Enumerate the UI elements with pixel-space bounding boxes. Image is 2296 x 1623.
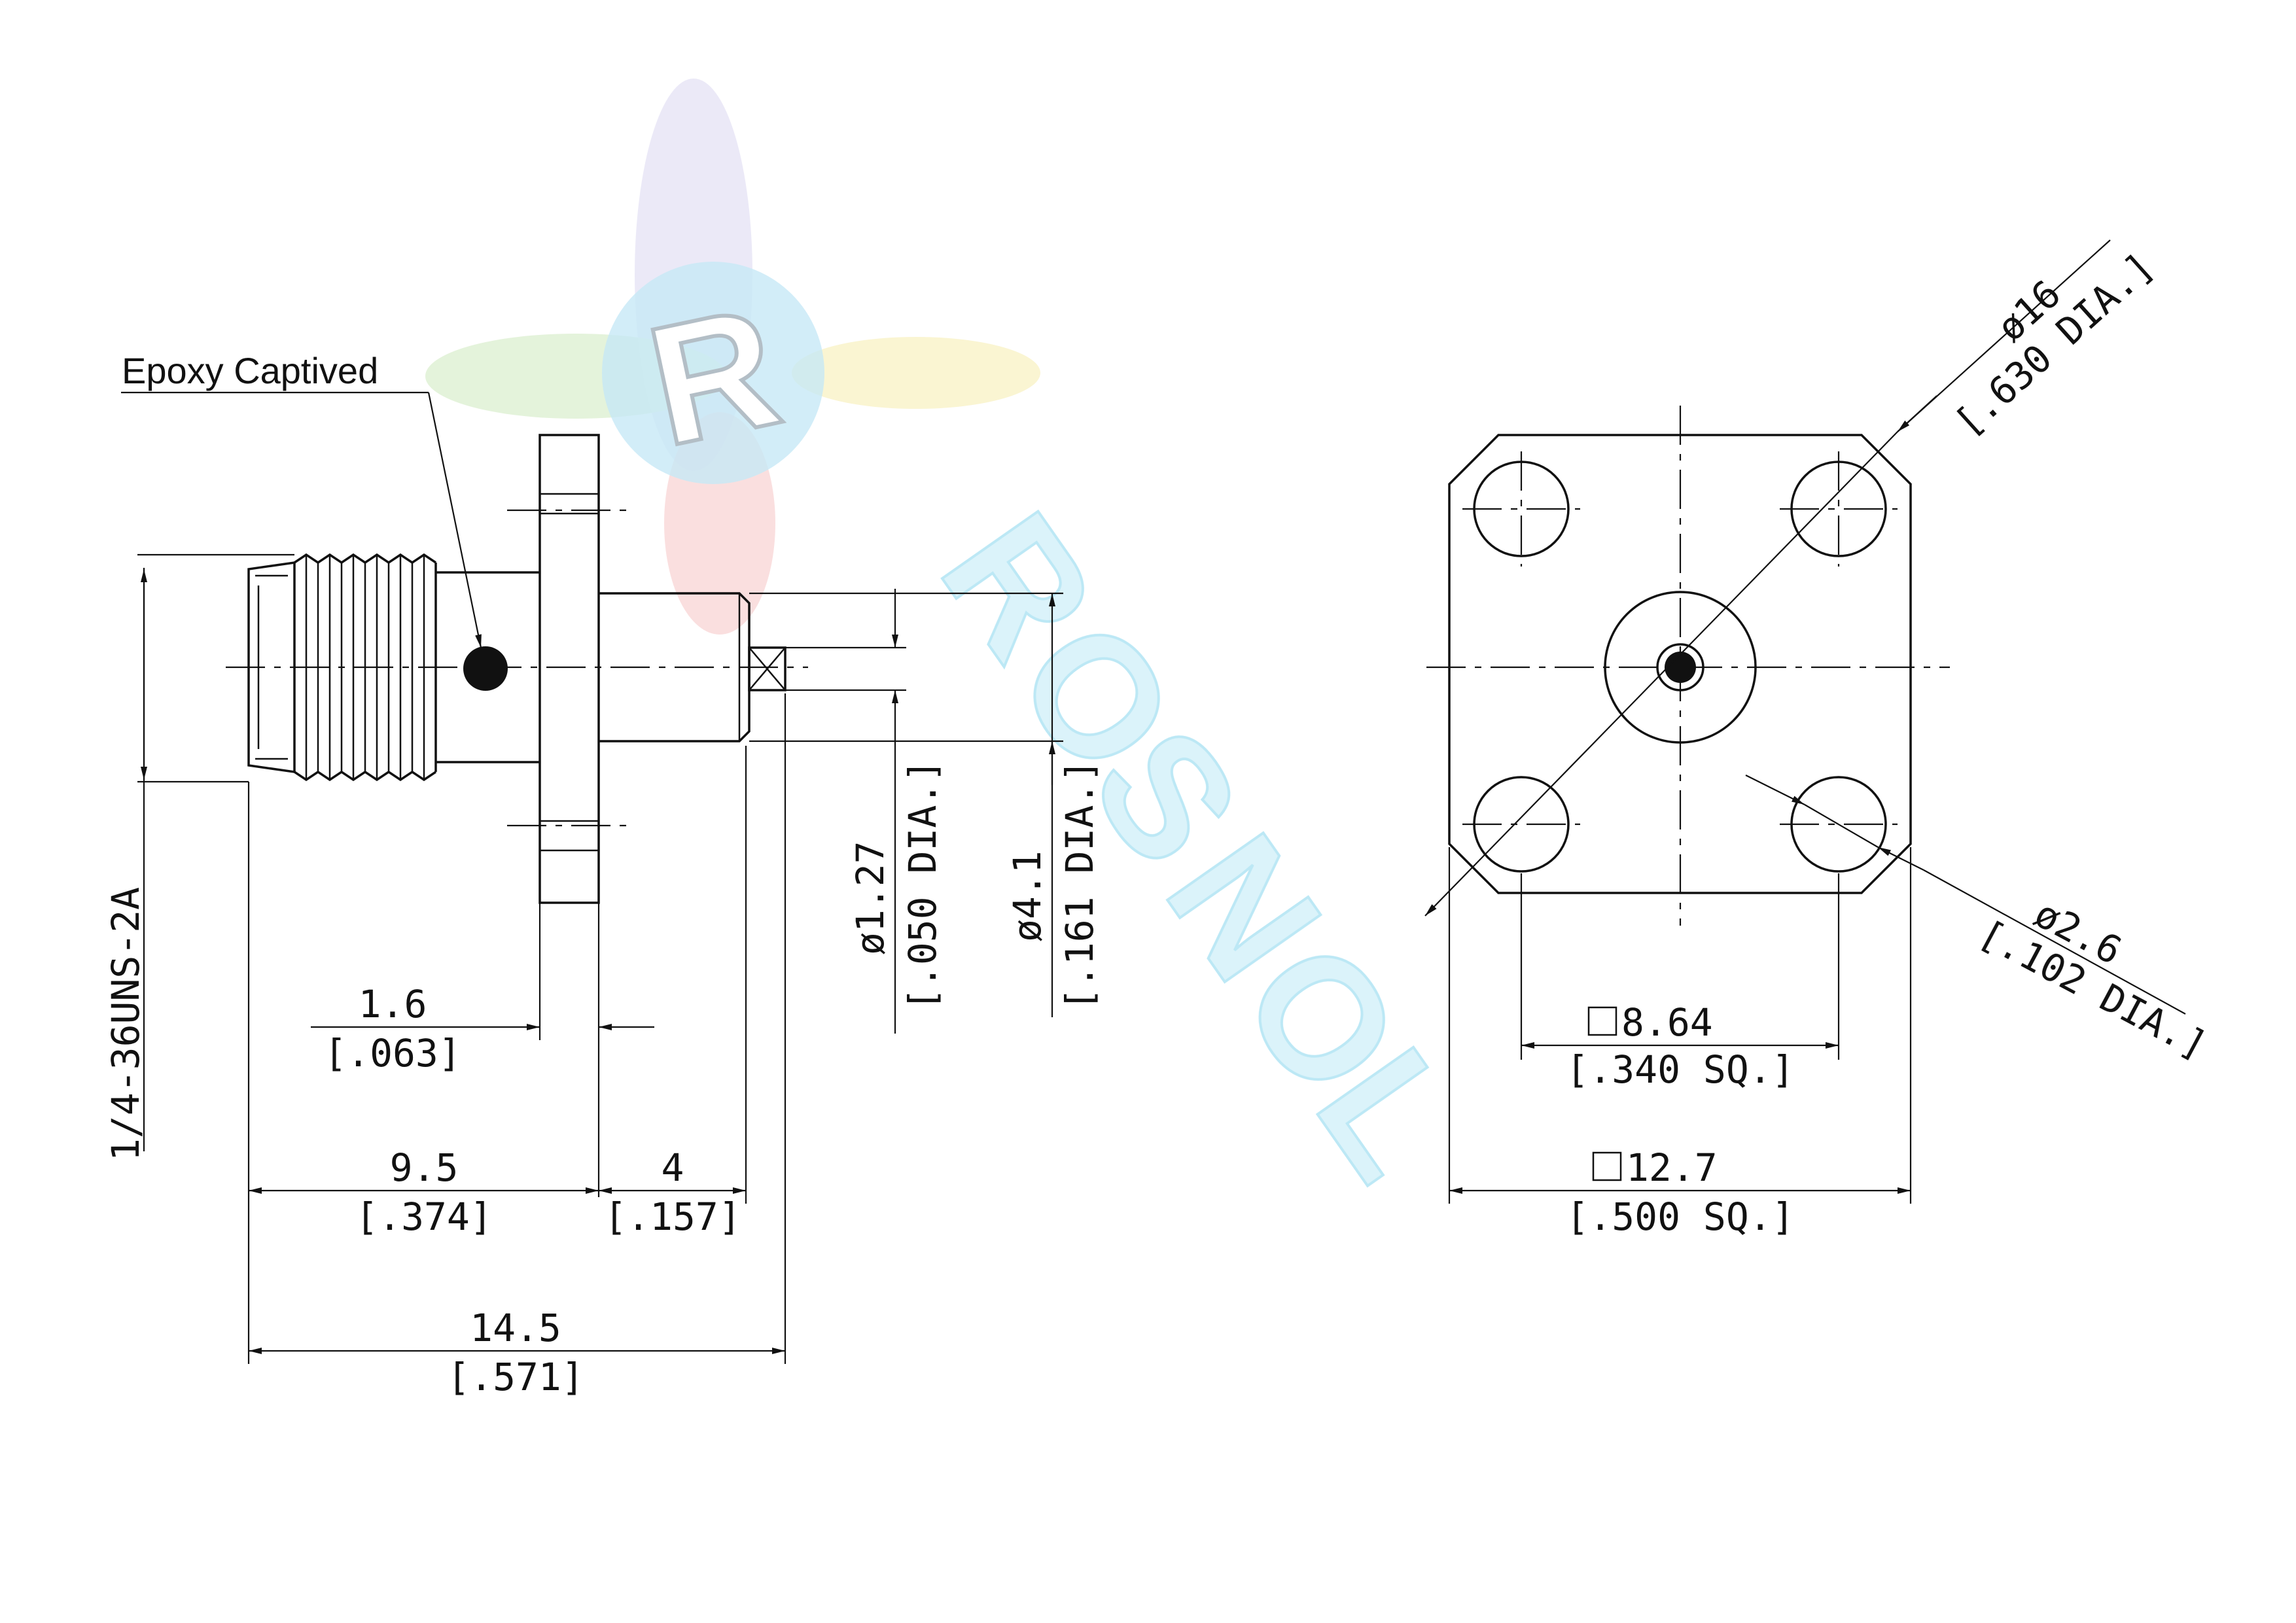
body-dia-in: [.161 DIA.] <box>1057 759 1102 1011</box>
pin-dia-in: [.050 DIA.] <box>900 759 945 1011</box>
body-dia-mm: ø4.1 <box>1005 850 1050 942</box>
flange-plate <box>539 434 600 904</box>
body-shoulder <box>436 571 540 763</box>
hole-spacing-mm: 8.64 <box>1621 1000 1713 1045</box>
pin-dia-mm: ø1.27 <box>848 841 892 955</box>
flange-size-in: [.500 SQ.] <box>1566 1195 1794 1239</box>
rear-body <box>599 592 786 742</box>
bolt-circle-in: [.630 DIA.] <box>1946 244 2163 445</box>
dim-1.6-in: [.063] <box>324 1031 461 1075</box>
dim-1.6-mm: 1.6 <box>359 982 427 1026</box>
threaded-body <box>247 553 540 782</box>
dim-4-mm: 4 <box>662 1145 684 1190</box>
square-symbol <box>1592 1151 1622 1181</box>
square-symbol <box>1587 1006 1617 1036</box>
flange-size-mm: 12.7 <box>1626 1145 1718 1190</box>
epoxy-leader <box>427 392 482 648</box>
dim-hole-spacing: 8.64 [.340 SQ.] <box>1520 873 1840 1092</box>
dim-14.5-in: [.571] <box>447 1355 584 1399</box>
dim-flange-size: 12.7 [.500 SQ.] <box>1448 847 1912 1239</box>
thread-profile-top <box>294 553 436 565</box>
dim-body-diameter: ø4.1 [.161 DIA.] <box>749 592 1102 1017</box>
dim-lengths: 9.5 [.374] 4 [.157] <box>247 746 747 1364</box>
dim-bolt-circle: ø16 [.630 DIA.] <box>1424 239 2163 916</box>
epoxy-dot <box>463 646 508 691</box>
thread-profile-bottom <box>294 770 436 782</box>
center-pin-outer <box>1656 643 1704 691</box>
center-pin <box>1665 652 1696 683</box>
dielectric-circle <box>1604 591 1757 744</box>
dim-9.5-mm: 9.5 <box>390 1145 459 1190</box>
dim-pin-diameter: ø1.27 [.050 DIA.] <box>785 589 945 1034</box>
dim-9.5-in: [.374] <box>355 1195 493 1239</box>
watermark-orbit-yellow <box>792 337 1040 409</box>
dim-flange-thickness: 1.6 [.063] <box>311 903 654 1197</box>
epoxy-label: Epoxy Captived <box>122 350 378 391</box>
side-view: Epoxy Captived 1/4-36UNS-2A 1.6 [.063] 9… <box>103 350 1102 1399</box>
dim-14.5-mm: 14.5 <box>470 1306 561 1350</box>
watermark-word: R O S N O L <box>904 480 1497 1213</box>
watermark: R R O S N O L <box>425 79 1497 1213</box>
dim-4-in: [.157] <box>604 1195 741 1239</box>
dim-overall-length: 14.5 [.571] <box>249 693 786 1399</box>
dim-hole-diameter: ø2.6 [.102 DIA.] <box>1745 775 2215 1068</box>
thread-spec: 1/4-36UNS-2A <box>103 887 148 1161</box>
pin-tip <box>748 646 786 691</box>
front-view: ø16 [.630 DIA.] ø2.6 [.102 DIA.] 8.64 [.… <box>1424 239 2215 1239</box>
watermark-logo-circle <box>602 262 824 484</box>
hole-spacing-in: [.340 SQ.] <box>1566 1047 1794 1092</box>
thread-dimension: 1/4-36UNS-2A <box>103 553 294 1161</box>
flange-side <box>507 434 631 904</box>
